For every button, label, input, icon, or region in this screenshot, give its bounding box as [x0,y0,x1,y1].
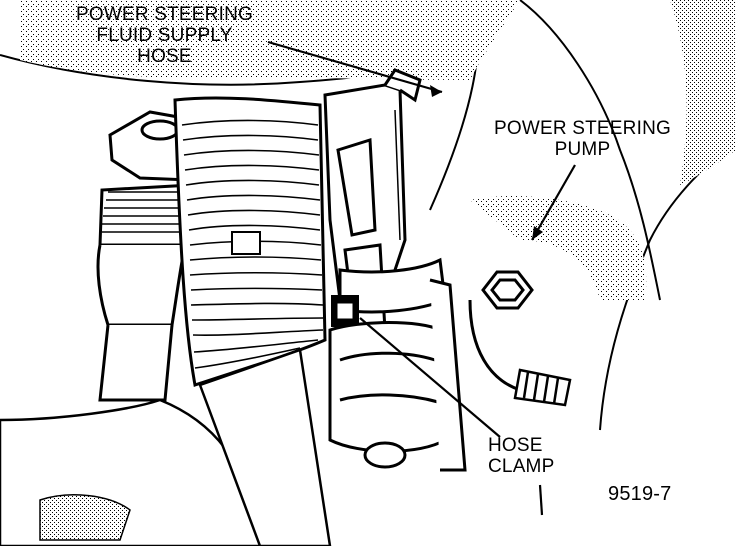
reservoir-cap-knurling [102,191,190,233]
left-support-tube [98,324,174,402]
label-pump-line-1: POWER STEERING [494,118,671,139]
label-power-steering-fluid-supply-hose: POWER STEERING FLUID SUPPLY HOSE [76,4,253,67]
label-hose-clamp-line-1: HOSE [488,435,543,456]
bracket-shade [39,494,131,541]
label-hose-clamp: HOSE CLAMP [488,435,554,477]
hose-clamp-screw [331,295,359,327]
leader-lines [267,40,576,516]
stipple-shade-pump-body [470,195,647,300]
label-pump-line-2: PUMP [554,139,611,160]
corrugations [181,119,324,369]
leader-arrowhead-supply [430,85,442,97]
supply-hose-fitting [323,68,422,332]
label-hose-clamp-line-2: CLAMP [488,456,555,477]
lower-center-tube [198,348,332,546]
label-power-steering-pump: POWER STEERING PUMP [494,118,671,160]
hose-tab [231,231,261,255]
leader-arrowhead-pump [532,226,543,240]
label-supply-hose-line-2: FLUID SUPPLY [96,25,233,46]
pump-mounting-bolt [468,270,534,392]
figure-number: 9519-7 [608,483,672,505]
pump-fitting-tip [513,368,572,407]
stipple-shade-top-left [20,0,520,80]
label-supply-hose-line-1: POWER STEERING [76,4,253,25]
pump-inlet-fitting [328,278,467,472]
stipple-shade-right [670,0,736,185]
label-supply-hose-line-3: HOSE [137,46,192,67]
supply-hose-highlight [394,109,401,241]
